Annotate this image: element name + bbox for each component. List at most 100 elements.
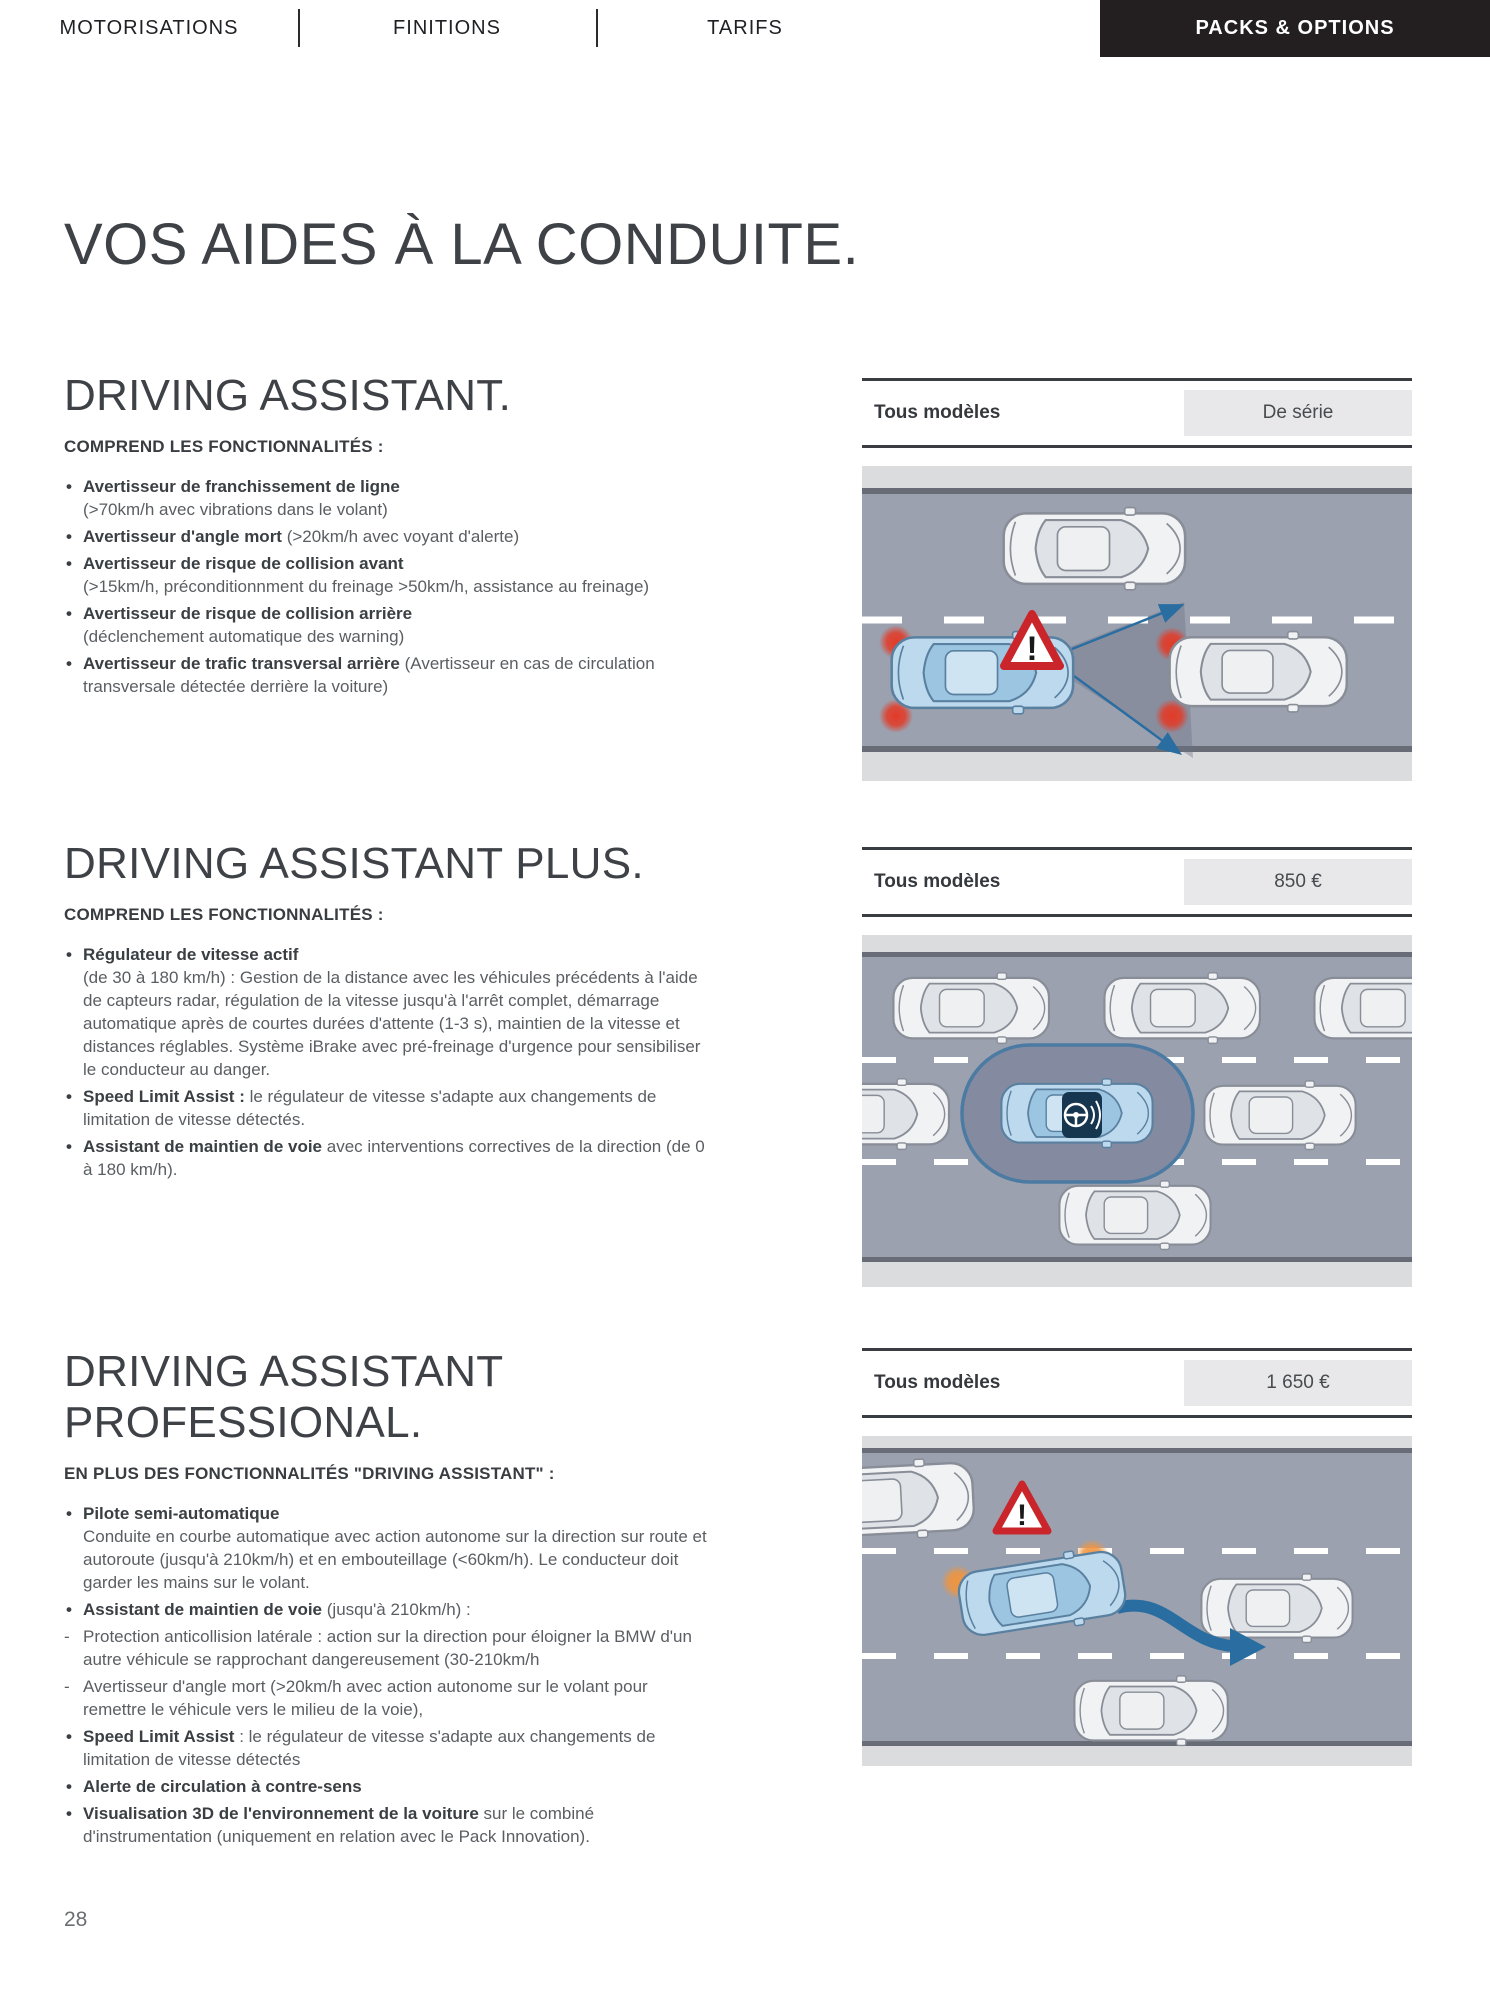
feature-lead: Avertisseur de franchissement de ligne [83,477,400,497]
feature-item: • Assistant de maintien de voie avec int… [64,1135,712,1181]
sensor-arrow [1071,604,1185,651]
gray-car [862,1077,951,1151]
price-badge: 850 € [1184,859,1412,905]
section-intro: EN PLUS DES FONCTIONNALITÉS "DRIVING ASS… [64,1464,555,1484]
feature-lead: Assistant de maintien de voie [83,1137,323,1157]
dash-marker: - [64,1627,70,1647]
bullet-marker: • [66,527,72,547]
panel-driving-assistant-plus: Tous modèles 850 € [862,847,1412,1287]
illustration-driving-assistant: ! [862,466,1412,781]
feature-detail: (>15km/h, préconditionnment du freinage … [83,577,650,597]
collision-warning-glow [879,699,913,733]
sensor-arrow [1073,674,1183,755]
tab-motorisations[interactable]: MOTORISATIONS [0,0,298,57]
section-intro: COMPREND LES FONCTIONNALITÉS : [64,437,384,457]
gray-car [1203,1079,1357,1151]
feature-detail: Avertisseur d'angle mort (>20km/h avec a… [83,1677,648,1720]
feature-detail: (de 30 à 180 km/h) : Gestion de la dista… [83,968,701,1080]
steering-assist-icon [1062,1092,1102,1138]
feature-detail: (jusqu'à 210km/h) : [326,1600,471,1620]
illustration-driving-assistant-plus [862,935,1412,1287]
tab-tarifs[interactable]: TARIFS [596,0,894,57]
feature-item: - Avertisseur d'angle mort (>20km/h avec… [64,1675,712,1721]
page-number: 28 [64,1908,88,1931]
warning-triangle-icon: ! [1000,610,1064,670]
feature-lead: Régulateur de vitesse actif [83,945,299,965]
feature-detail: sur le combiné d'instrumentation (unique… [83,1804,595,1847]
feature-lead: Avertisseur de trafic transversal arrièr… [83,654,400,674]
feature-list: • Régulateur de vitesse actif (de 30 à 1… [64,943,712,1181]
road-edge-line [862,1448,1412,1453]
svg-text:!: ! [1017,1499,1027,1532]
feature-detail: Protection anticollision latérale : acti… [83,1627,692,1670]
feature-detail: (>70km/h avec vibrations dans le volant) [83,500,388,520]
road-edge-line [862,488,1412,494]
price-badge: De série [1184,390,1412,436]
svg-text:!: ! [1026,630,1037,668]
collision-warning-glow [1155,699,1189,733]
bullet-marker: • [66,604,72,624]
feature-item: • Régulateur de vitesse actif (de 30 à 1… [64,943,712,1081]
section-driving-assistant-plus: DRIVING ASSISTANT PLUS. COMPREND LES FON… [64,838,712,1185]
feature-lead: Assistant de maintien de voie [83,1600,323,1620]
feature-detail: (déclenchement automatique des warning) [83,627,405,647]
bullet-marker: • [66,1600,72,1620]
feature-lead: Avertisseur de risque de collision avant [83,554,404,574]
bullet-marker: • [66,1777,72,1797]
illustration-driving-assistant-professional: ! [862,1436,1412,1766]
bullet-marker: • [66,554,72,574]
feature-item: • Avertisseur de risque de collision arr… [64,602,712,648]
bullet-marker: • [66,1727,72,1747]
road-edge-line [862,746,1412,752]
feature-lead: Avertisseur de risque de collision arriè… [83,604,413,624]
bullet-marker: • [66,1504,72,1524]
lane-change-arrow [1115,1599,1235,1652]
feature-lead: Alerte de circulation à contre-sens [83,1777,362,1797]
gray-car [1168,630,1348,714]
feature-item: • Assistant de maintien de voie (jusqu'à… [64,1598,712,1621]
gray-car [1200,1572,1354,1644]
panel-driving-assistant-professional: Tous modèles 1 650 € ! [862,1348,1412,1766]
tab-packs-options[interactable]: PACKS & OPTIONS [1100,0,1490,57]
section-title: DRIVING ASSISTANT. [64,371,512,420]
availability-label: Tous modèles [874,871,1001,892]
gray-car [1313,971,1412,1045]
feature-item: • Avertisseur d'angle mort (>20km/h avec… [64,525,712,548]
tab-label: FINITIONS [393,17,501,39]
bullet-marker: • [66,1137,72,1157]
lane-change-arrowhead [1230,1628,1266,1666]
feature-list: • Avertisseur de franchissement de ligne… [64,475,712,698]
nav-divider [596,9,598,47]
feature-item: • Alerte de circulation à contre-sens [64,1775,712,1798]
gray-car [1073,1674,1229,1747]
feature-detail: le régulateur de vitesse s'adapte aux ch… [83,1087,657,1130]
tab-finitions[interactable]: FINITIONS [298,0,596,57]
bullet-marker: • [66,1804,72,1824]
tab-label: MOTORISATIONS [59,17,239,39]
availability-row: Tous modèles 1 650 € [862,1348,1412,1418]
feature-list: • Pilote semi-automatique Conduite en co… [64,1502,712,1848]
bullet-marker: • [66,654,72,674]
gray-car [1058,1179,1212,1251]
feature-item: • Avertisseur de franchissement de ligne… [64,475,712,521]
dash-marker: - [64,1677,70,1697]
road-edge-line [862,1741,1412,1746]
section-title: DRIVING ASSISTANT PLUS. [64,839,644,888]
bullet-marker: • [66,477,72,497]
feature-item: • Visualisation 3D de l'environnement de… [64,1802,712,1848]
feature-item: - Protection anticollision latérale : ac… [64,1625,712,1671]
feature-lead: Speed Limit Assist [83,1727,235,1747]
nav-divider [298,9,300,47]
feature-item: • Avertisseur de trafic transversal arri… [64,652,712,698]
tab-label: TARIFS [707,17,783,39]
availability-row: Tous modèles 850 € [862,847,1412,917]
section-driving-assistant: DRIVING ASSISTANT. COMPREND LES FONCTION… [64,370,712,702]
gray-car [1103,971,1262,1045]
warning-triangle-icon: ! [992,1480,1052,1535]
feature-item: • Pilote semi-automatique Conduite en co… [64,1502,712,1594]
feature-detail: (Avertisseur en cas de circulation trans… [83,654,655,697]
gray-car [892,971,1051,1045]
feature-lead: Pilote semi-automatique [83,1504,280,1524]
feature-detail: avec interventions correctives de la dir… [83,1137,705,1180]
